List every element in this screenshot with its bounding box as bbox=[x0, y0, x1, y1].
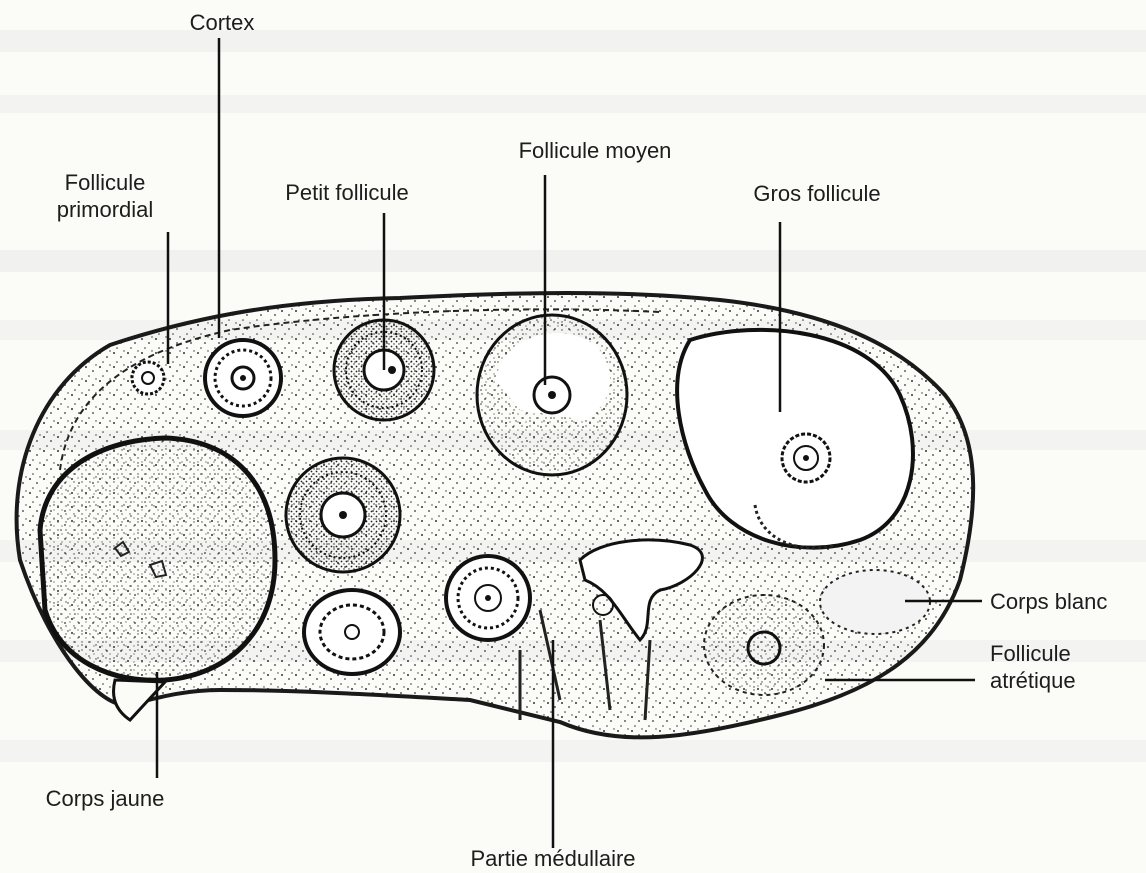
label-follicule-atretique-line1: Follicule bbox=[990, 641, 1071, 666]
label-petit-follicule: Petit follicule bbox=[285, 180, 409, 205]
label-corps-jaune: Corps jaune bbox=[46, 786, 165, 811]
label-partie-medullaire: Partie médullaire bbox=[470, 846, 635, 871]
lower-follicle-left bbox=[304, 590, 400, 674]
label-follicule-moyen: Follicule moyen bbox=[519, 138, 672, 163]
label-follicule-primordial-line1: Follicule bbox=[65, 170, 146, 195]
lower-follicle-middle bbox=[446, 556, 530, 640]
atretic-follicle bbox=[704, 595, 824, 695]
label-corps-blanc: Corps blanc bbox=[990, 589, 1107, 614]
growing-follicle bbox=[286, 458, 400, 572]
label-cortex: Cortex bbox=[190, 10, 255, 35]
medium-follicle bbox=[477, 315, 627, 475]
cortex-follicle bbox=[205, 340, 281, 416]
label-gros-follicule: Gros follicule bbox=[753, 181, 880, 206]
primordial-follicle bbox=[132, 362, 164, 394]
label-follicule-primordial-line2: primordial bbox=[57, 197, 154, 222]
label-follicule-atretique-line2: atrétique bbox=[990, 668, 1076, 693]
